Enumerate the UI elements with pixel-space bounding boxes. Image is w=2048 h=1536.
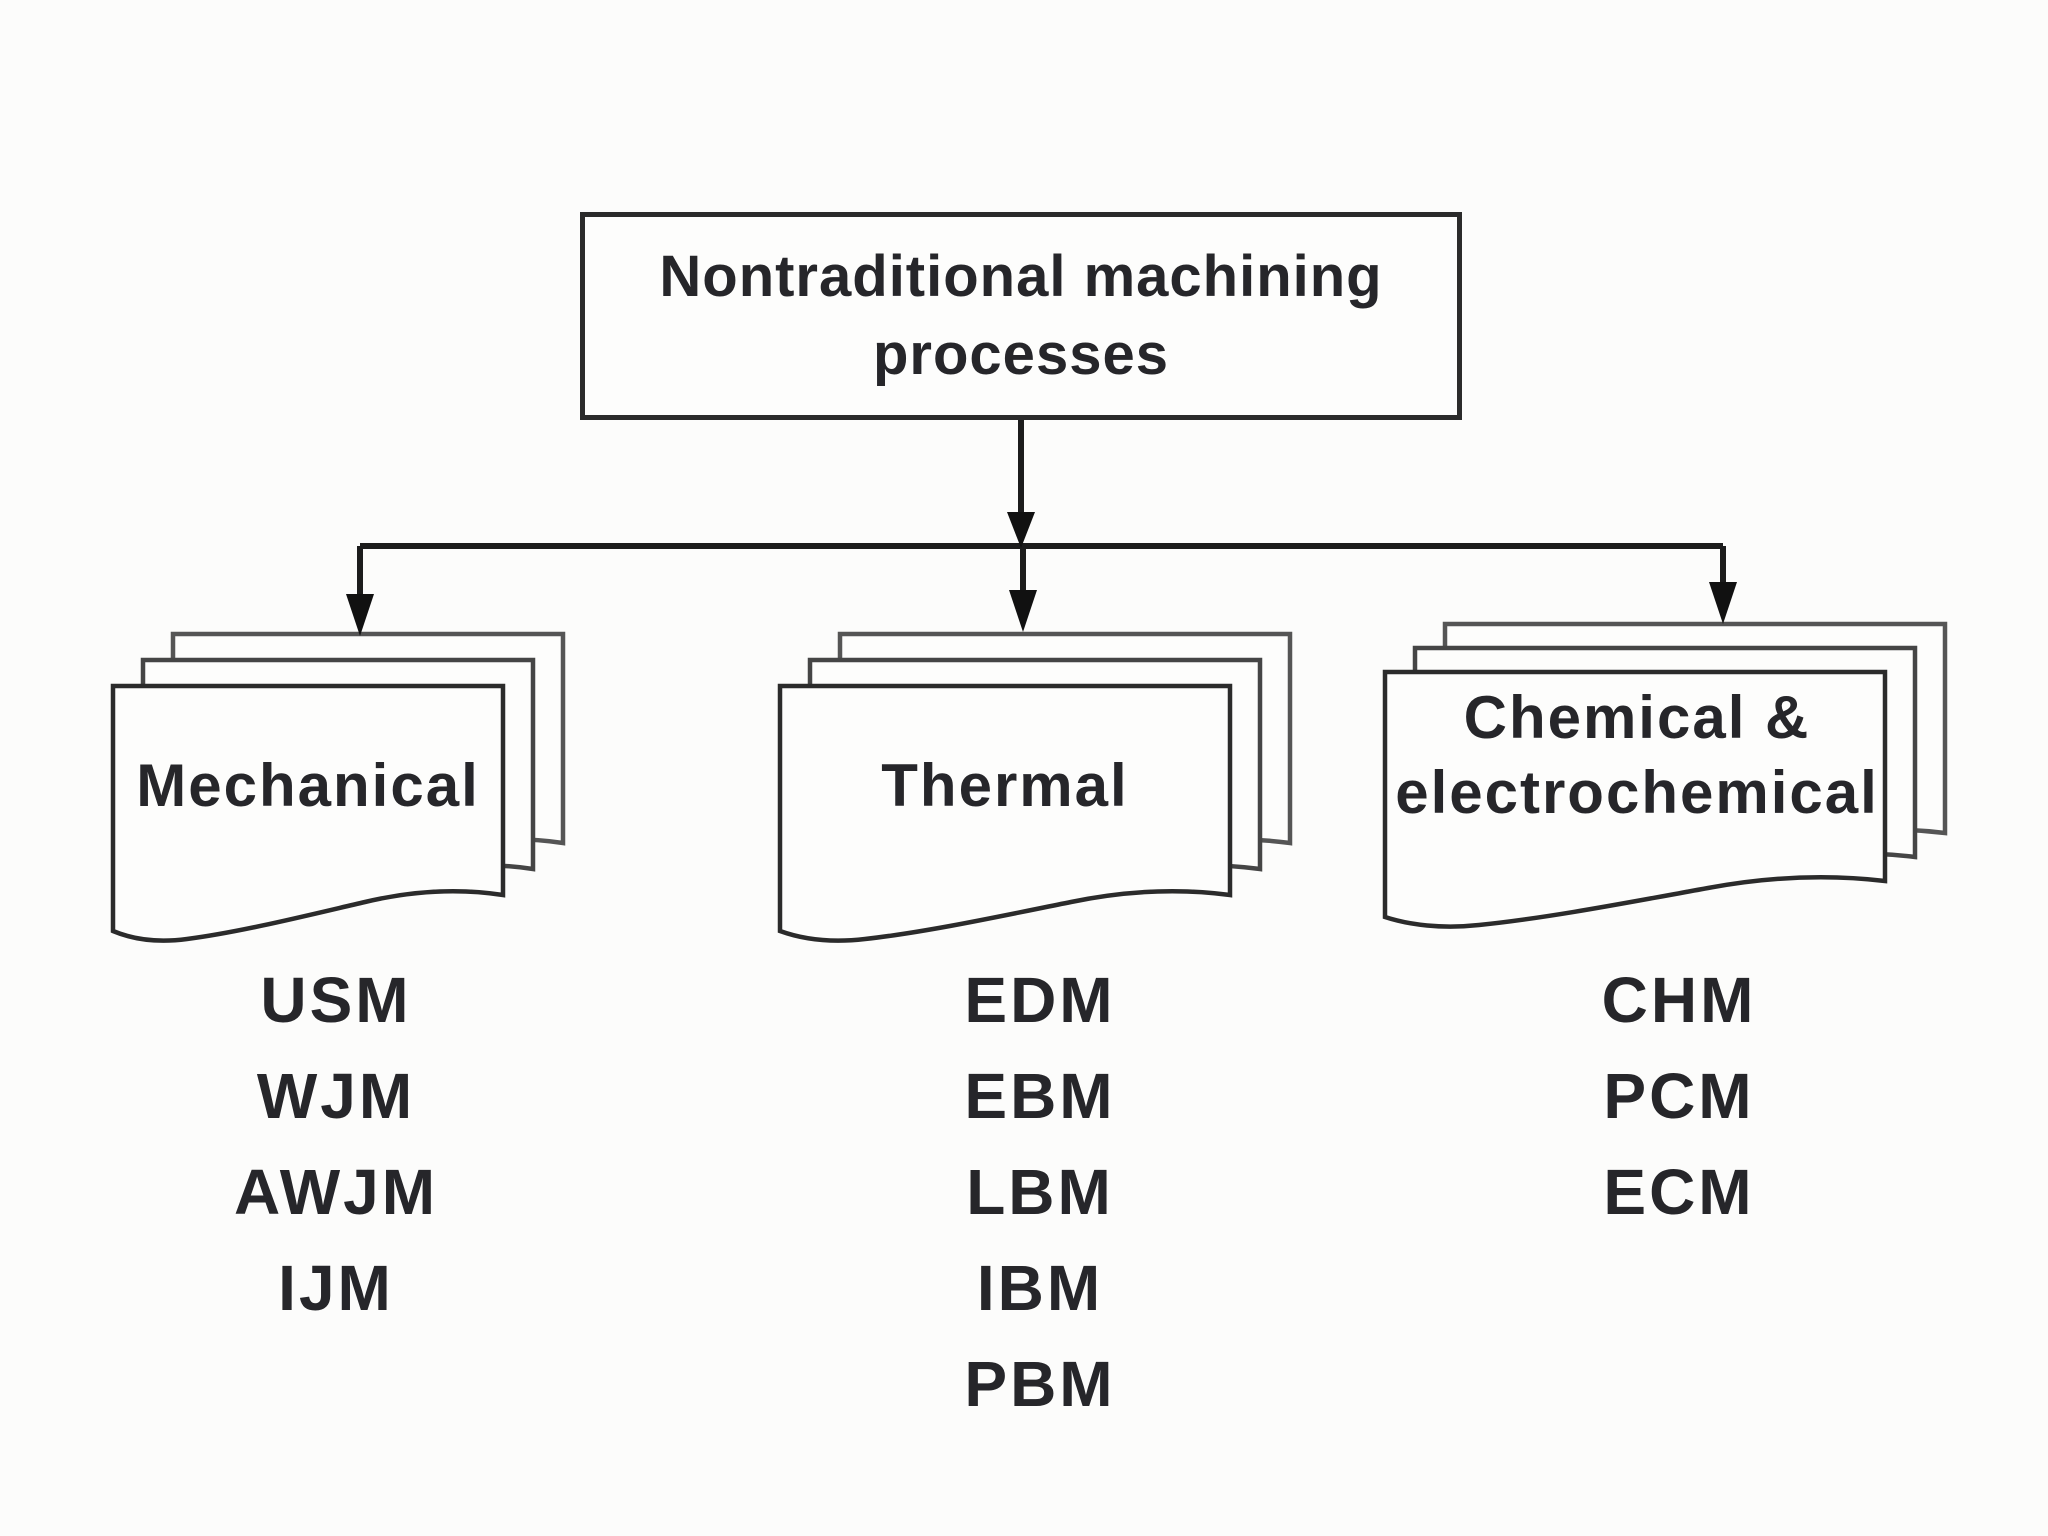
list-item: EDM: [964, 964, 1116, 1036]
arrowhead-right-icon: [1709, 582, 1737, 624]
document-stack-mechanical: [110, 631, 566, 943]
stack-label-mechanical: Mechanical: [136, 752, 480, 819]
document-stack-thermal: [777, 631, 1293, 943]
list-item: EBM: [964, 1060, 1116, 1132]
list-item: PCM: [1603, 1060, 1755, 1132]
arrowhead-left-icon: [346, 594, 374, 636]
list-item: IBM: [976, 1252, 1104, 1324]
root-node-label: Nontraditional machining processes: [659, 244, 1383, 387]
connector-lines: [357, 420, 1726, 596]
list-item: LBM: [966, 1156, 1114, 1228]
arrowhead-mid-icon: [1009, 590, 1037, 632]
sheet-front: [110, 683, 506, 943]
arrowheads: [346, 512, 1737, 636]
sheet-front: [777, 683, 1233, 943]
list-item: ECM: [1603, 1156, 1755, 1228]
arrowhead-root-icon: [1007, 512, 1035, 548]
abbr-list-mechanical: USM WJM AWJM IJM: [136, 952, 536, 1336]
abbr-list-chemical: CHM PCM ECM: [1479, 952, 1879, 1240]
document-stack-chemical: [1382, 621, 1948, 929]
stack-label-thermal: Thermal: [881, 752, 1129, 819]
sheet-front: [1382, 669, 1888, 929]
list-item: AWJM: [234, 1156, 438, 1228]
list-item: WJM: [256, 1060, 416, 1132]
stack-label-chemical: Chemical & electrochemical: [1395, 684, 1879, 826]
abbr-list-thermal: EDM EBM LBM IBM PBM: [840, 952, 1240, 1432]
list-item: PBM: [964, 1348, 1116, 1420]
list-item: CHM: [1601, 964, 1757, 1036]
list-item: IJM: [278, 1252, 394, 1324]
list-item: USM: [260, 964, 412, 1036]
root-node-box: Nontraditional machining processes: [580, 212, 1462, 420]
